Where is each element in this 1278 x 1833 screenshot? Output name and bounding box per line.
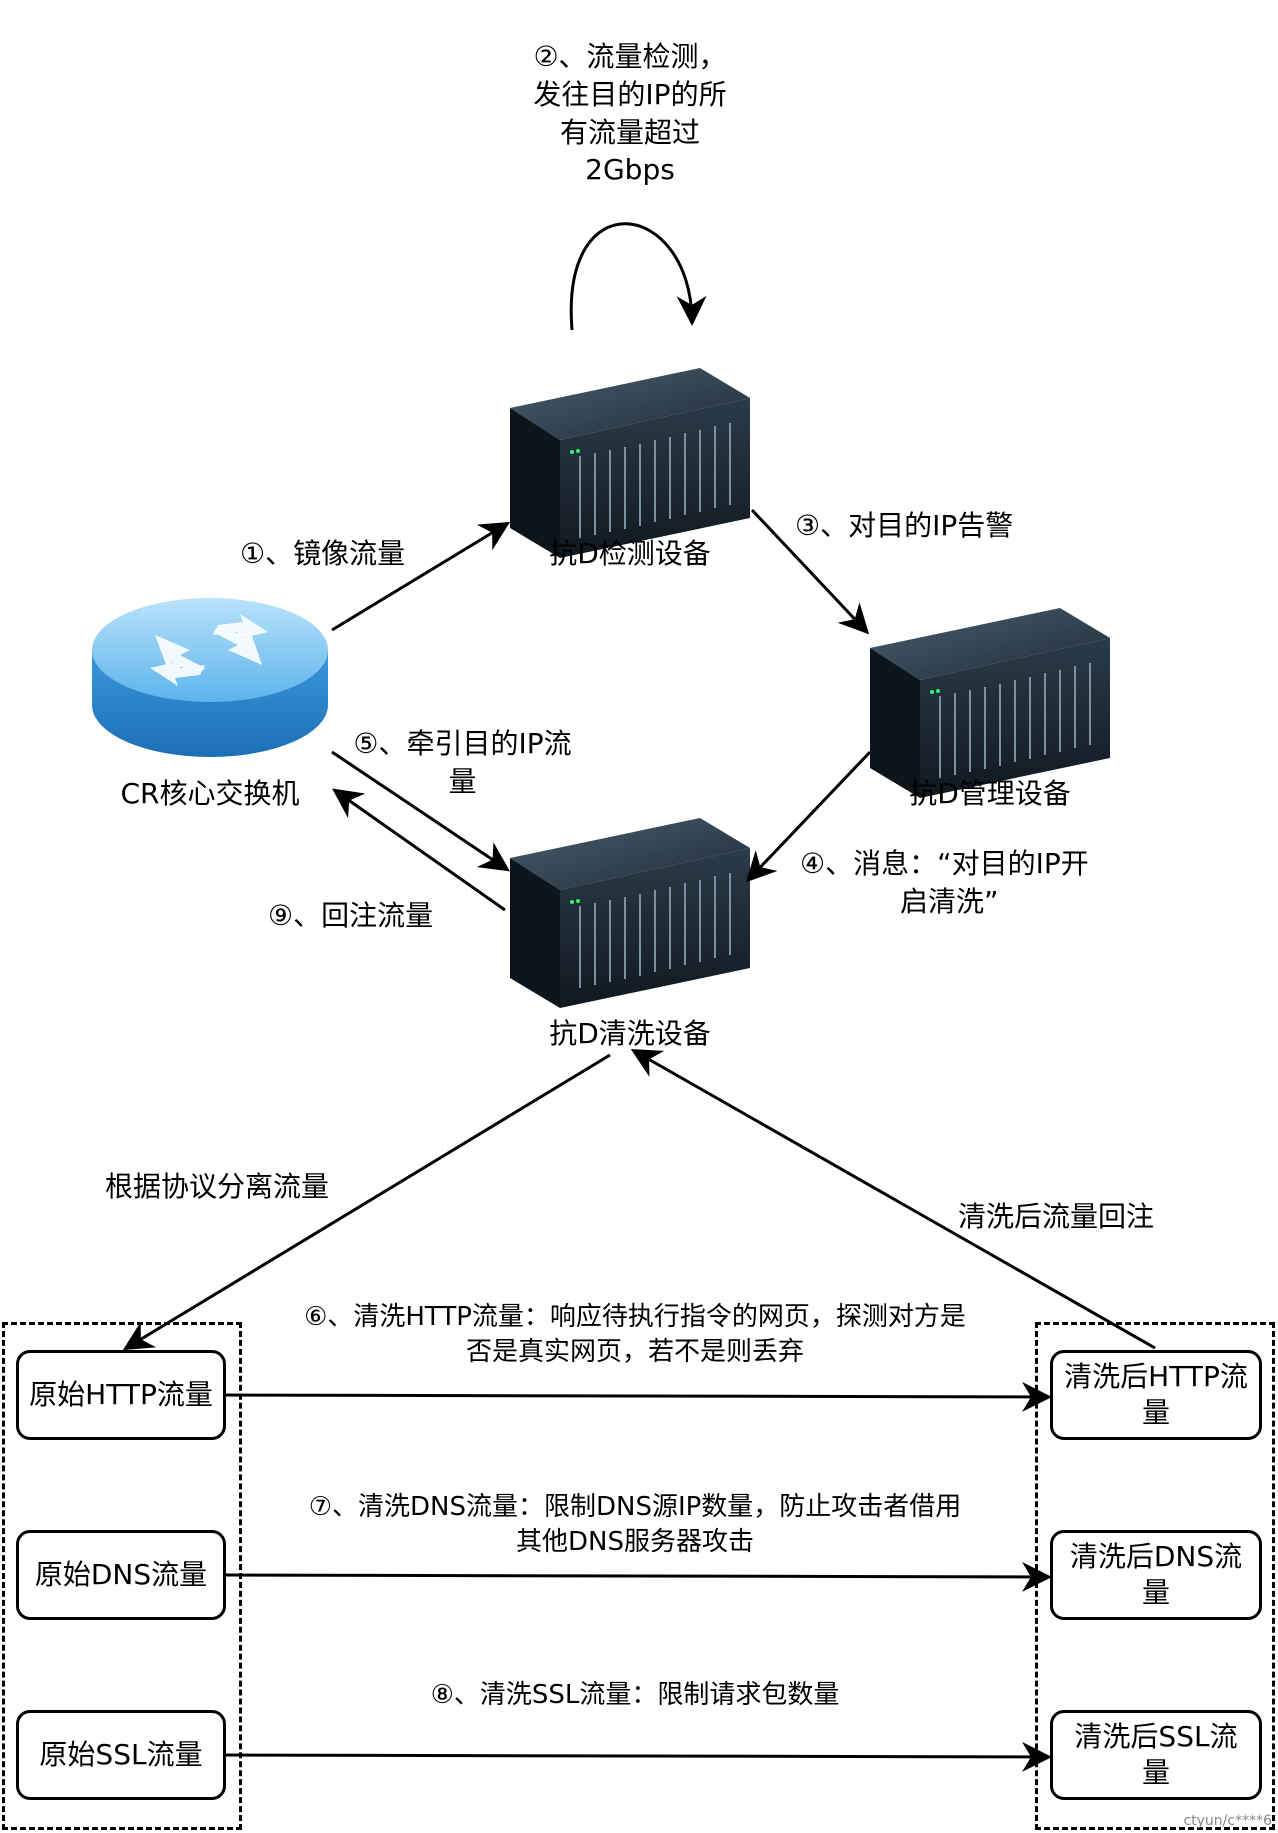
step6-label: ⑥、清洗HTTP流量：响应待执行指令的网页，探测对方是否是真实网页，若不是则丢弃 [304,1302,966,1368]
source-ssl-box: 原始SSL流量 [16,1710,226,1800]
loop-arrow [569,222,707,331]
manage-server-icon [869,607,1111,799]
arrow-detect-to-manage [750,508,870,635]
step9-label: ⑨、回注流量 [268,899,434,932]
detect-server-icon [509,367,751,559]
arrow-router-to-detect [331,521,511,632]
cleaned-dns-box: 清洗后DNS流量 [1050,1530,1262,1620]
arrow-clean-to-router [332,788,506,912]
router-label: CR核心交换机 [120,777,300,810]
step8-label: ⑧、清洗SSL流量：限制请求包数量 [430,1680,840,1710]
source-dns-box: 原始DNS流量 [16,1530,226,1620]
detect-device-label: 抗D检测设备 [549,537,711,570]
router-icon [92,598,328,757]
separate-label: 根据协议分离流量 [105,1170,330,1203]
clean-server-icon [509,817,751,1009]
arrow-http-clean [225,1381,1052,1412]
cleaned-traffic-group [1035,1322,1275,1830]
step3-label: ③、对目的IP告警 [795,509,1014,542]
arrow-reinject-to-clean [630,1049,1156,1350]
clean-device-label: 抗D清洗设备 [549,1017,711,1050]
source-http-box: 原始HTTP流量 [16,1350,226,1440]
source-traffic-group [2,1322,242,1830]
watermark: ctyun/c****6 [1183,1813,1272,1829]
reinject-label: 清洗后流量回注 [958,1200,1155,1233]
step7-label: ⑦、清洗DNS流量：限制DNS源IP数量，防止攻击者借用其他DNS服务器攻击 [308,1492,962,1558]
step5-label: ⑤、牵引目的IP流量 [353,727,572,798]
step4-label: ④、消息：“对目的IP开启清洗” [800,847,1089,918]
manage-device-label: 抗D管理设备 [909,777,1071,810]
cleaned-http-box: 清洗后HTTP流量 [1050,1350,1262,1440]
arrow-clean-to-http [122,1053,611,1351]
arrow-ssl-clean [225,1741,1052,1772]
cleaned-ssl-box: 清洗后SSL流量 [1050,1710,1262,1800]
arrow-router-to-clean [331,750,510,872]
step1-label: ①、镜像流量 [240,537,406,570]
arrow-manage-to-clean [745,750,872,883]
arrow-dns-clean [225,1561,1052,1592]
